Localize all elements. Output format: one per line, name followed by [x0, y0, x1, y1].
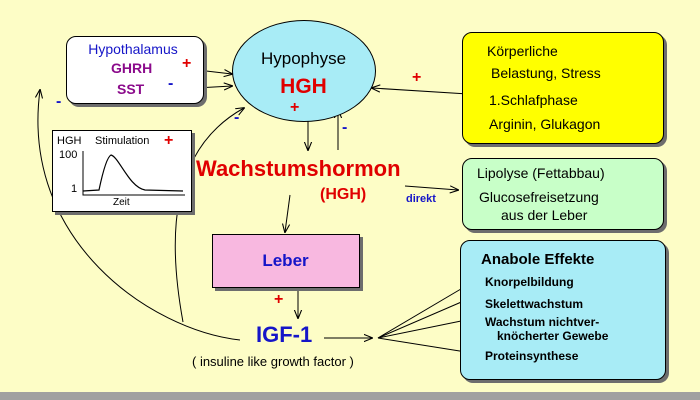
metabolic-line1: Lipolyse (Fettabbau)	[477, 165, 605, 181]
chart-xlabel: Zeit	[113, 197, 130, 208]
stimulation-curve	[82, 151, 185, 196]
chart-title: Stimulation	[95, 135, 150, 147]
minus-sign-feedback: -	[342, 119, 348, 136]
anabolic-item: knöcherter Gewebe	[497, 329, 609, 343]
hypothalamus-title: Hypothalamus	[88, 41, 178, 57]
leber-label: Leber	[262, 251, 309, 270]
chart-ylabel: HGH	[57, 135, 82, 147]
plus-sign-hypophyse: +	[290, 99, 300, 116]
stimuli-arrow	[372, 88, 469, 95]
stimuli-line4: Arginin, Glukagon	[489, 116, 601, 132]
plus-sign-stimulation: +	[164, 132, 174, 149]
stimuli-line2: Belastung, Stress	[491, 65, 601, 81]
hypothalamus-box: Hypothalamus GHRH SST	[66, 36, 204, 104]
metabolic-box: Lipolyse (Fettabbau) Glucosefreisetzung …	[462, 158, 664, 230]
center-title: Wachstumshormon	[196, 156, 401, 181]
stimulation-chart: HGH 100 1 Stimulation Zeit	[52, 130, 192, 212]
igf-label: IGF-1	[256, 322, 313, 347]
plus-sign-stimuli: +	[412, 69, 422, 86]
hypophyse-ellipse: Hypophyse HGH	[232, 20, 376, 122]
bottom-bar	[0, 392, 700, 400]
anabolic-item: Proteinsynthese	[485, 349, 579, 363]
metabolic-line3: aus der Leber	[501, 207, 588, 223]
anabolic-item: Wachstum nichtver-	[485, 315, 600, 329]
plus-sign-leber: +	[274, 291, 284, 308]
hypophyse-hormone: HGH	[280, 75, 327, 98]
minus-sign-left-feedback: -	[234, 109, 240, 126]
direct-label: direkt	[406, 193, 436, 205]
stimuli-line1: Körperliche	[487, 43, 558, 59]
chart-ymax: 100	[59, 149, 78, 161]
chart-ymin: 1	[71, 183, 78, 195]
direct-arrow	[404, 186, 458, 190]
plus-sign-ghrh: +	[182, 55, 192, 72]
to-leber-arrow	[285, 194, 291, 232]
metabolic-line2: Glucosefreisetzung	[479, 189, 599, 205]
stimuli-line3: 1.Schlafphase	[489, 92, 578, 108]
anabolic-item: Knorpelbildung	[485, 275, 574, 289]
hypophyse-title: Hypophyse	[260, 49, 347, 68]
ghrh-label: GHRH	[111, 60, 153, 76]
minus-sign-sst: -	[168, 75, 174, 92]
leber-box: Leber	[212, 234, 360, 288]
minus-sign-hypothalamus: -	[56, 93, 62, 110]
sst-label: SST	[117, 81, 145, 97]
anabolic-title: Anabole Effekte	[481, 251, 595, 268]
stimuli-box: Körperliche Belastung, Stress 1.Schlafph…	[462, 32, 664, 144]
igf-full-name: ( insuline like growth factor )	[192, 354, 354, 369]
anabolic-box: Anabole Effekte Knorpelbildung Skelettwa…	[460, 240, 666, 380]
center-abbr: (HGH)	[320, 186, 367, 203]
anabolic-item: Skelettwachstum	[485, 297, 584, 311]
hypothalamus-feedback-curve	[38, 90, 241, 341]
